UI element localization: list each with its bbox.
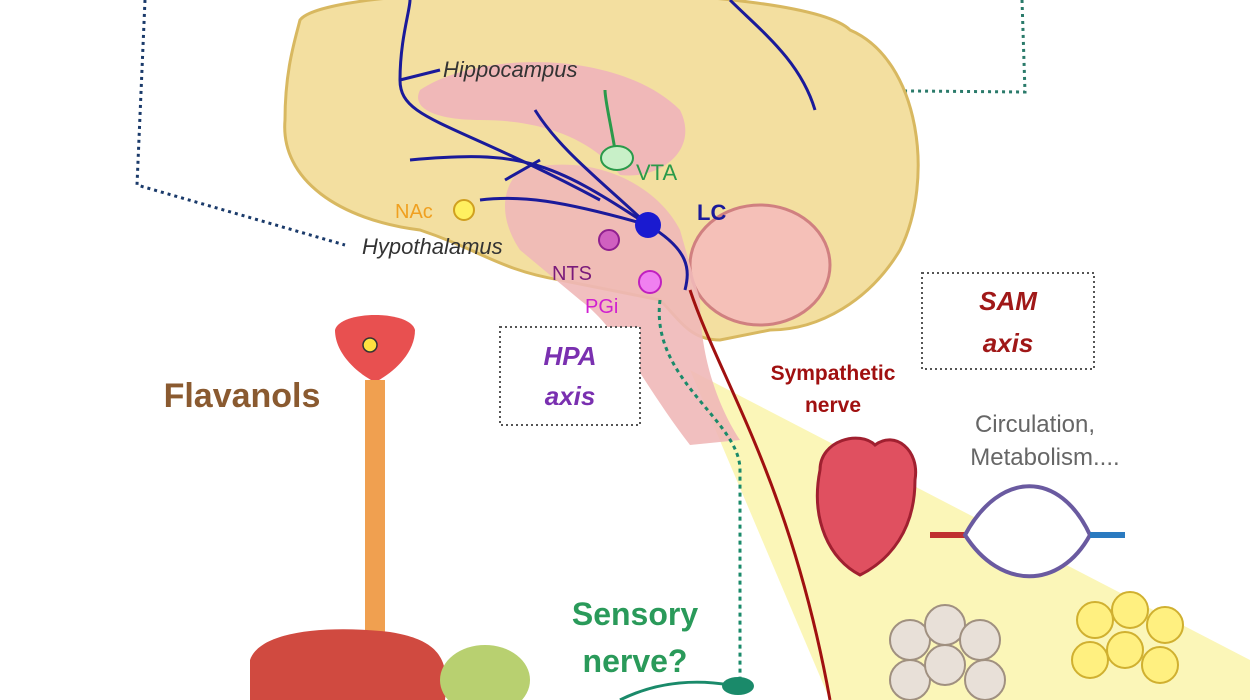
dopamine-pathway [603,89,617,151]
capillary-network-icon [962,484,1093,579]
vta-nucleus [600,145,634,171]
noradrenergic-pathways [398,0,817,291]
circulation-label-line2: Metabolism.... [970,444,1119,471]
pgi-nucleus [638,270,662,294]
heart-icon [815,436,918,577]
lc-nucleus [635,212,661,238]
esophagus [365,380,385,640]
brown-adipocytes-icon [1071,591,1184,684]
stomach-icon [440,645,530,700]
pgi-label: PGi [585,296,618,318]
dotted-connector-right [569,0,1027,94]
sympathetic-label-line2: nerve [805,394,861,417]
sensory-label-line2: nerve? [583,643,688,679]
liver-icon [250,629,447,700]
flavanol-dot [362,337,378,353]
flavanols-label: Flavanols [164,377,321,415]
hpa-label-line2: axis [545,381,596,411]
sam-axis-box [921,272,1095,370]
sam-label-line2: axis [983,328,1034,358]
nts-nucleus [598,229,620,251]
hypothalamus-label: Hypothalamus [362,234,503,259]
circulation-label-line1: Circulation, [975,411,1095,438]
sympathetic-nerve [688,289,832,700]
dotted-connector-left [135,0,346,247]
sensory-neuron [619,680,731,700]
nac-label: NAc [395,201,433,223]
hpa-axis-box [499,326,641,426]
vta-label: VTA [636,160,677,185]
white-adipocytes-icon [889,604,1006,700]
sensory-receptor [722,677,754,695]
sam-label-line1: SAM [979,286,1038,316]
nac-nucleus [453,199,475,221]
lc-label: LC [697,200,726,225]
hippocampus-label: Hippocampus [443,57,578,82]
sympathetic-label-line1: Sympathetic [771,362,896,385]
sensory-nerve [657,299,742,690]
brainstem [505,164,740,445]
sensory-label-line1: Sensory [572,596,698,632]
nts-label: NTS [552,263,592,285]
hpa-label-line1: HPA [544,341,597,371]
